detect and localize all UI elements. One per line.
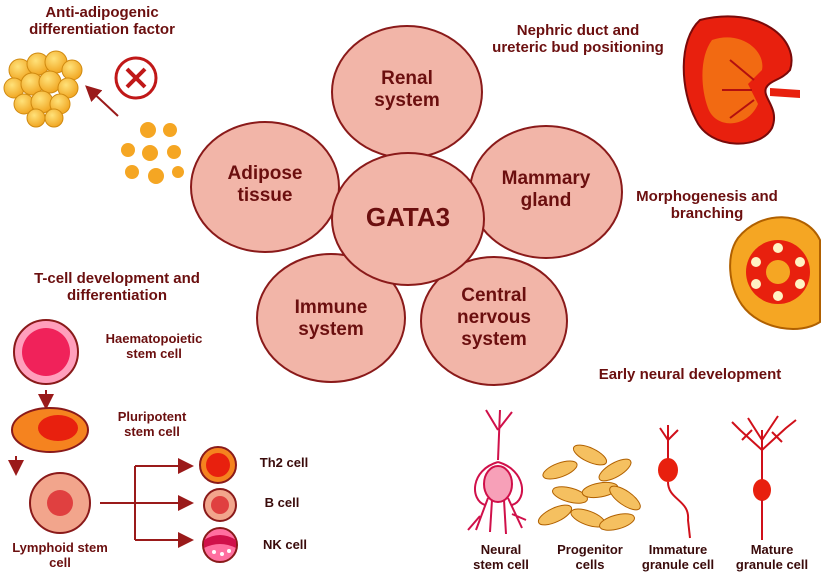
hsc-label: Haematopoietic stem cell [84,331,224,362]
progenitor-cells-icon [537,444,641,531]
adipo-annotation: Anti-adipogenic differentiation factor [2,4,202,39]
nk-cell-icon [202,527,238,563]
b-cell-icon [203,488,237,522]
petal-renal-line2: system [374,89,440,111]
petal-cns-line2: nervous [457,306,531,328]
pluri-label-line1: Pluripotent [117,409,187,424]
petal-cns-line3: system [461,328,527,350]
lymph-label-line1: Lymphoid stem [12,540,108,555]
lymphoid-cell-icon [29,472,91,534]
neural-stem-label-line1: Neural [480,542,522,557]
morpho-annotation-line2: branching [670,205,744,223]
center-label: GATA3 [365,202,451,232]
nkcell-label: NK cell [262,537,308,552]
petal-immune [256,253,406,383]
petal-mammary-label: Mammary gland [482,168,610,212]
progenitor-label-line1: Progenitor [557,542,623,557]
hsc-label-line2: stem cell [126,345,182,361]
neural-stem-cell-icon [467,409,527,535]
adipo-arrow [85,85,119,117]
petal-renal-label: Renal system [347,68,467,112]
th2-cell-icon [199,446,237,484]
center-circle [331,152,485,286]
morpho-annotation: Morphogenesis and branching [614,188,800,223]
petal-immune-label: Immune system [271,297,391,341]
petal-mammary-line1: Mammary [501,168,591,189]
mature-label-line2: granule cell [735,556,809,572]
neural-title: Early neural development [598,366,782,383]
nephric-annotation-line1: Nephric duct and [516,22,640,39]
adipo-annotation-line1: Anti-adipogenic [45,4,159,21]
petal-immune-line1: Immune [294,297,368,318]
morpho-annotation-line1: Morphogenesis and [636,188,778,205]
th2-label: Th2 cell [259,455,309,470]
fat-cells-icon [3,50,83,128]
lymph-label: Lymphoid stem cell [0,540,120,571]
immature-label: Immature granule cell [632,542,724,573]
adipo-annotation-line2: differentiation factor [29,21,175,39]
pluri-label: Pluripotent stem cell [96,409,208,440]
petal-adipose-line1: Adipose [227,163,303,184]
mature-label: Mature granule cell [726,542,818,573]
tcell-annotation: T-cell development and differentiation [2,270,232,305]
petal-mammary-line2: gland [520,189,572,211]
bcell-label: B cell [264,495,300,510]
nephric-annotation-line2: ureteric bud positioning [492,39,664,57]
hsc-cell-icon [13,319,79,385]
immature-granule-cell-icon [658,425,691,539]
neural-stem-label: Neural stem cell [466,542,536,573]
neural-stem-label-line2: stem cell [473,556,529,572]
hsc-label-line1: Haematopoietic [105,331,203,346]
pluripotent-cell-icon [11,407,89,453]
kidney-icon [682,15,800,145]
cross-icon [114,56,158,100]
branch-arrows [100,458,194,548]
tcell-annotation-line2: differentiation [67,287,167,305]
petal-adipose-label: Adipose tissue [205,163,325,207]
pluri-label-line2: stem cell [124,423,180,439]
petal-immune-line2: system [298,318,364,340]
petal-cns-line1: Central [461,285,527,306]
mature-granule-cell-icon [731,415,797,540]
petal-renal-line1: Renal [381,68,433,89]
mammary-gland-icon [729,216,821,330]
immature-label-line2: granule cell [641,556,715,572]
tcell-annotation-line1: T-cell development and [34,270,200,287]
petal-adipose [190,121,340,253]
progenitor-label-line2: cells [575,556,605,572]
nephric-annotation: Nephric duct and ureteric bud positionin… [478,22,678,57]
mature-label-line1: Mature [750,542,794,557]
progenitor-label: Progenitor cells [548,542,632,573]
immature-label-line1: Immature [648,542,708,557]
lymph-label-line2: cell [49,554,71,570]
petal-cns-label: Central nervous system [434,285,554,351]
petal-cns [420,256,568,386]
petal-adipose-line2: tissue [237,184,293,206]
fat-droplets [121,122,184,184]
